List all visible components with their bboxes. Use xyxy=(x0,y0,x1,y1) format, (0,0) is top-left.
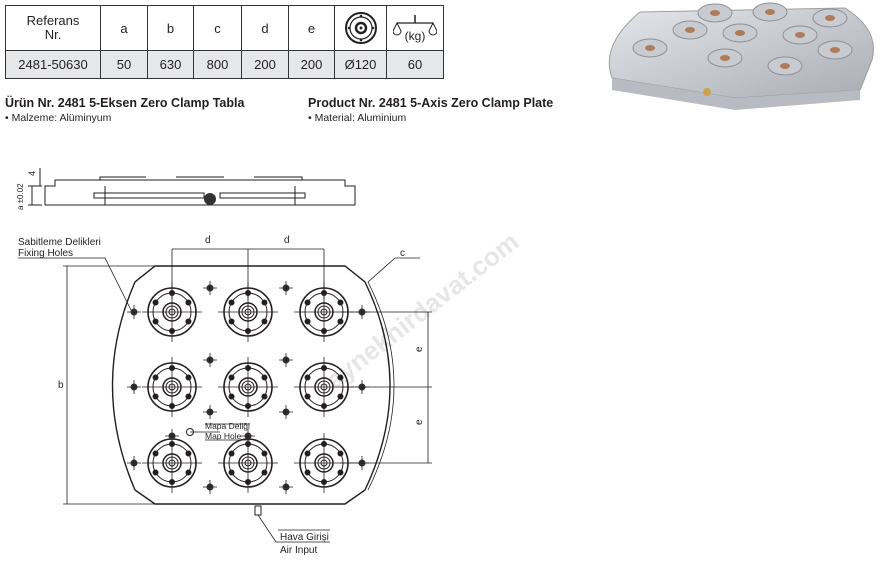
map-hole-label-tr: Mapa Deliği xyxy=(205,421,250,431)
dim-e1: e xyxy=(414,346,425,352)
value-ref: 2481-50630 xyxy=(5,50,101,79)
zero-clamp xyxy=(294,282,354,342)
zero-clamp xyxy=(218,433,278,493)
dim-c: c xyxy=(400,248,405,259)
dim-b: b xyxy=(58,380,64,391)
fixing-hole xyxy=(203,281,217,295)
fixing-hole xyxy=(127,456,141,470)
fixing-hole xyxy=(203,353,217,367)
zero-clamp xyxy=(142,357,202,417)
fixing-hole xyxy=(355,305,369,319)
product-title-en: Product Nr. 2481 5-Axis Zero Clamp Plate xyxy=(308,96,554,110)
fixing-hole xyxy=(203,480,217,494)
fixing-holes-label-en: Fixing Holes xyxy=(18,248,73,259)
weight-unit: (kg) xyxy=(404,29,426,43)
value-a: 50 xyxy=(100,50,148,79)
watermark: aynekhirdavat.com xyxy=(320,226,524,395)
dim-a: a ±0.02 xyxy=(16,183,25,210)
fixing-hole xyxy=(355,456,369,470)
fixing-hole xyxy=(203,405,217,419)
fixing-hole xyxy=(355,380,369,394)
header-c: c xyxy=(193,5,242,51)
value-weight: 60 xyxy=(386,50,444,79)
product-title-tr: Ürün Nr. 2481 5-Eksen Zero Clamp Tabla xyxy=(5,96,245,110)
header-ref-line1: Referans xyxy=(26,13,80,28)
zero-clamp xyxy=(218,357,278,417)
material-tr: • Malzeme: Alüminyum xyxy=(5,112,112,124)
zero-clamp xyxy=(294,433,354,493)
value-c: 800 xyxy=(193,50,242,79)
fixing-hole xyxy=(241,429,255,443)
fixing-holes-label-tr: Sabitleme Delikleri xyxy=(18,237,101,248)
fixing-hole xyxy=(279,281,293,295)
air-input-label-en: Air Input xyxy=(280,545,317,556)
header-d: d xyxy=(241,5,289,51)
dim-e2: e xyxy=(414,419,425,425)
value-d: 200 xyxy=(241,50,289,79)
fixing-hole xyxy=(165,429,179,443)
header-a: a xyxy=(100,5,148,51)
plate-outline xyxy=(111,265,391,505)
weight-scale-icon xyxy=(393,15,437,36)
fixing-hole xyxy=(279,405,293,419)
side-view xyxy=(44,179,356,206)
fixing-hole xyxy=(127,380,141,394)
zero-clamp xyxy=(142,282,202,342)
dim-d1: d xyxy=(205,235,211,246)
fixing-hole xyxy=(279,353,293,367)
clamp-diameter-icon xyxy=(344,12,377,44)
zero-clamp xyxy=(218,282,278,342)
air-input-port-side xyxy=(204,193,216,205)
header-diameter xyxy=(334,5,387,51)
fixing-hole xyxy=(279,480,293,494)
zero-clamp xyxy=(294,357,354,417)
header-weight: (kg) xyxy=(386,5,444,51)
fixing-hole xyxy=(127,305,141,319)
spec-value-row: 2481-50630 50 630 800 200 200 Ø120 60 xyxy=(5,50,444,79)
value-e: 200 xyxy=(288,50,335,79)
material-en: • Material: Aluminium xyxy=(308,112,407,124)
header-ref-line2: Nr. xyxy=(44,27,62,42)
zero-clamp xyxy=(142,433,202,493)
value-diameter: Ø120 xyxy=(334,50,387,79)
dim-d2: d xyxy=(284,235,290,246)
map-hole-label-en: Map Hole xyxy=(205,431,242,441)
air-input-label-tr: Hava Girişi xyxy=(280,532,329,543)
dim-4: 4 xyxy=(27,171,37,176)
